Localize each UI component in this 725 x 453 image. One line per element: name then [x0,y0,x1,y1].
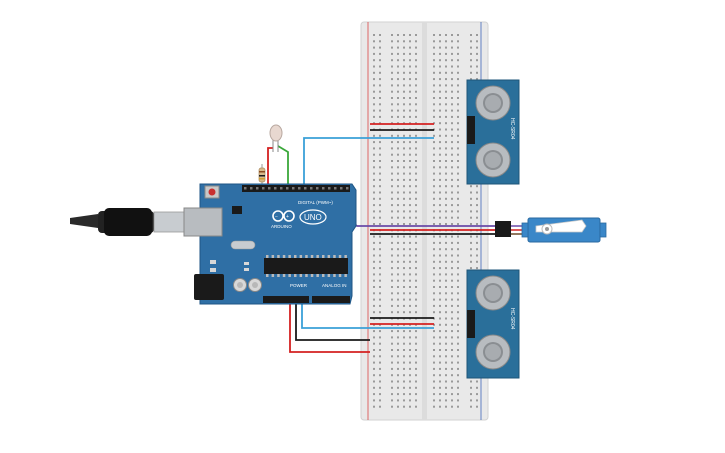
uno-logo: UNO [299,209,327,225]
sensor-top-marking: HC-SR04 [509,118,515,140]
svg-text:UNO: UNO [304,213,322,222]
led[interactable] [269,124,283,152]
wire-black-gnd [295,296,370,341]
ultrasonic-sensor-bottom[interactable]: HC-SR04 [466,269,520,379]
servo-motor[interactable] [495,217,607,243]
usb-cable [70,208,185,236]
ultrasonic-sensor-top[interactable]: HC-SR04 [466,79,520,185]
resistor[interactable] [258,164,266,188]
analog-header [312,296,350,303]
sensor-top-pins [467,116,475,144]
svg-text:+: + [286,214,289,220]
usb-port [183,207,223,237]
chip-pins [266,255,347,277]
breadboard[interactable] [360,21,489,421]
power-header [263,296,309,303]
arduino-uno[interactable]: DIGITAL (PWM~) − + ARDUINO UNO PO [183,183,357,305]
digital-pins [244,187,349,190]
wire-blue-bottom-sensor [301,298,434,329]
sensor-bottom-pins [467,310,475,338]
atmega-chip [264,258,348,274]
power-jack [194,274,224,300]
servo-connector [495,221,511,237]
breadboard-holes [373,34,478,408]
wire-blue-top-sensor [303,137,434,186]
wire-green-led [277,145,289,186]
analog-label: ANALOG IN [322,283,347,288]
sensor-bottom-marking: HC-SR04 [509,308,515,330]
wire-red-5v [289,296,370,353]
digital-header [242,185,350,192]
wire-red-led [267,147,273,186]
power-label: POWER [290,283,308,288]
digital-label: DIGITAL (PWM~) [298,200,333,205]
arduino-logo: − + [272,210,295,222]
svg-text:−: − [275,214,278,220]
brand-label: ARDUINO [271,224,292,229]
